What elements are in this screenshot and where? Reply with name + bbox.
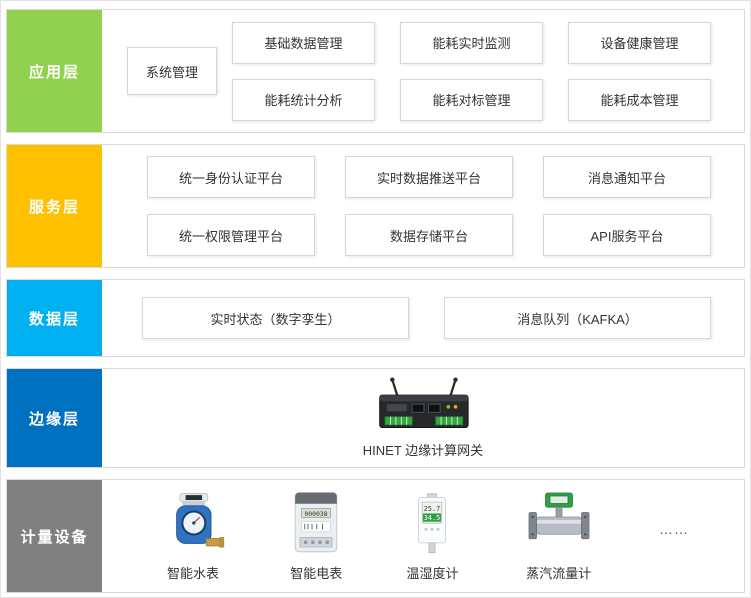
application-rows: 基础数据管理 能耗实时监测 设备健康管理 能耗统计分析 能耗对标管理 能耗成本管… [232,21,711,121]
node-api-service-platform: API服务平台 [543,214,711,256]
edge-content: HINET 边缘计算网关 [102,369,744,467]
layer-label-data: 数据层 [7,280,102,356]
node-energy-statistics-analysis: 能耗统计分析 [232,78,375,121]
node-data-storage-platform: 数据存储平台 [345,214,513,256]
layer-label-service: 服务层 [7,145,102,267]
layer-label-metering-devices: 计量设备 [7,480,102,592]
electric-meter-icon: 000038 [295,491,338,552]
layer-service: 服务层 统一身份认证平台 实时数据推送平台 消息通知平台 统一权限管理平台 数据… [6,144,745,268]
service-row-2: 统一权限管理平台 数据存储平台 API服务平台 [147,214,711,256]
layer-data: 数据层 实时状态（数字孪生） 消息队列（KAFKA） [6,279,745,357]
device-smart-electric-meter: 000038 智能电表 [290,491,342,582]
application-content: 系统管理 基础数据管理 能耗实时监测 设备健康管理 能耗统计分析 能耗对标管理 … [102,10,744,132]
node-realtime-data-push-platform: 实时数据推送平台 [345,156,513,198]
svg-text:000038: 000038 [305,509,328,517]
device-label-water-meter: 智能水表 [166,565,219,581]
devices-content: 智能水表 000038 [102,480,744,592]
svg-text:25.7: 25.7 [424,505,440,513]
water-meter-icon-box [160,491,226,555]
device-label-electric-meter: 智能电表 [290,565,343,581]
node-energy-realtime-monitoring: 能耗实时监测 [400,21,543,64]
steam-flow-meter-icon-box [523,491,595,555]
node-energy-cost-management: 能耗成本管理 [568,78,711,121]
service-row-1: 统一身份认证平台 实时数据推送平台 消息通知平台 [147,156,711,198]
steam-flow-meter-icon [528,492,590,539]
layer-edge: 边缘层 [6,368,745,468]
node-system-management: 系统管理 [127,47,217,95]
device-thermo-hygrometer: 25.7 34.5 温湿度计 [406,491,459,582]
device-steam-flow-meter: 蒸汽流量计 [523,491,595,582]
node-message-queue-kafka: 消息队列（KAFKA） [444,297,711,339]
node-unified-identity-auth-platform: 统一身份认证平台 [147,156,315,198]
thermo-hygrometer-icon: 25.7 34.5 [418,492,447,553]
edge-gateway-icon [379,377,469,429]
layer-label-edge: 边缘层 [7,369,102,467]
device-label-steam-flow-meter: 蒸汽流量计 [526,565,592,581]
layer-metering-devices: 计量设备 智能水表 [6,479,745,593]
layer-label-application: 应用层 [7,10,102,132]
data-content: 实时状态（数字孪生） 消息队列（KAFKA） [102,280,744,356]
electric-meter-icon-box: 000038 [290,491,342,555]
node-energy-benchmark-management: 能耗对标管理 [400,78,543,121]
layer-application: 应用层 系统管理 基础数据管理 能耗实时监测 设备健康管理 能耗统计分析 能耗对… [6,9,745,133]
service-content: 统一身份认证平台 实时数据推送平台 消息通知平台 统一权限管理平台 数据存储平台… [102,145,744,267]
water-meter-icon [176,492,225,548]
edge-gateway-caption: HINET 边缘计算网关 [362,443,484,458]
device-smart-water-meter: 智能水表 [160,491,226,582]
svg-text:34.5: 34.5 [424,514,440,522]
more-devices-ellipsis: …… [658,521,689,537]
application-row-2: 能耗统计分析 能耗对标管理 能耗成本管理 [232,78,711,121]
thermo-hygrometer-icon-box: 25.7 34.5 [409,491,455,555]
node-message-notification-platform: 消息通知平台 [543,156,711,198]
node-unified-permission-platform: 统一权限管理平台 [147,214,315,256]
device-label-thermo-hygrometer: 温湿度计 [406,565,459,581]
node-realtime-state-digital-twin: 实时状态（数字孪生） [142,297,409,339]
application-row-1: 基础数据管理 能耗实时监测 设备健康管理 [232,21,711,64]
node-equipment-health-management: 设备健康管理 [568,21,711,64]
node-basic-data-management: 基础数据管理 [232,21,375,64]
